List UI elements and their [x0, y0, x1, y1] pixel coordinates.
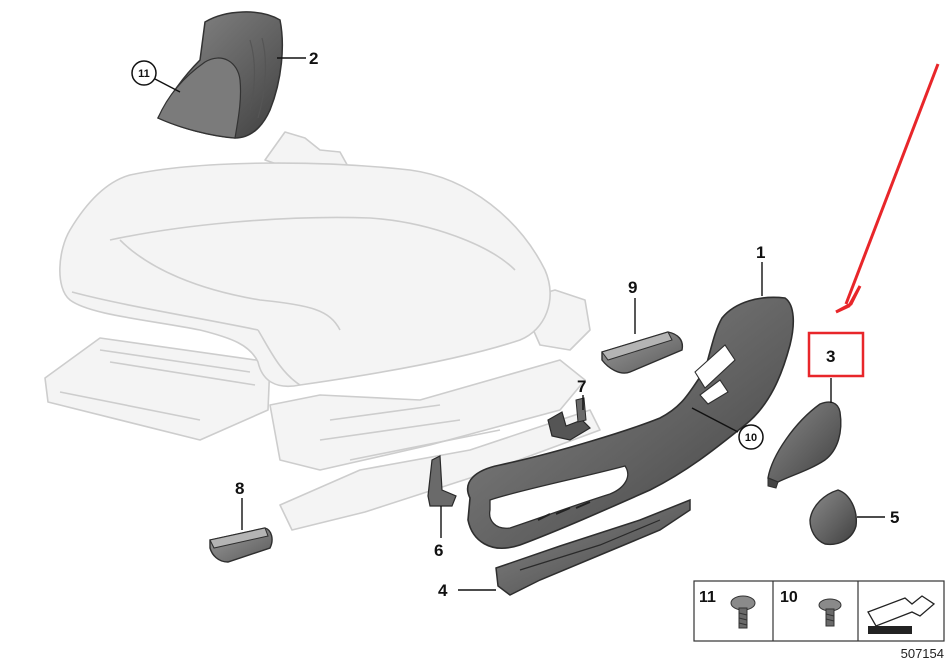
- part-3-tab: [767, 477, 779, 489]
- part-7-leg: [575, 397, 587, 423]
- callout-3: 3: [826, 347, 835, 366]
- diagram-id-number: 507154: [901, 646, 944, 661]
- callout-5: 5: [890, 508, 899, 527]
- part-8-top: [209, 527, 269, 549]
- part-6-shape: [427, 455, 457, 507]
- ghost-cushion-inner: [109, 216, 516, 331]
- leader-line-11: [154, 78, 181, 93]
- highlight-arrow-shaft: [844, 63, 940, 305]
- part-4-ridge: [519, 519, 661, 571]
- part-7-shape: [547, 411, 591, 441]
- part-2-trim-cover[interactable]: [156, 11, 284, 139]
- part-8-cover-cap[interactable]: [209, 527, 273, 563]
- screw-10-icon: [818, 598, 842, 627]
- part-3-highlight-box: [807, 331, 865, 378]
- callout-6: 6: [434, 541, 443, 560]
- ghost-frame-bar: [59, 349, 501, 461]
- part-3-shape: [767, 401, 842, 483]
- ghost-seat-frame-side: [269, 359, 586, 471]
- part-2-face: [157, 57, 242, 139]
- ghost-cushion-seam: [71, 291, 301, 386]
- callout-10-circle: [738, 424, 764, 450]
- part-5-shape: [809, 489, 857, 546]
- ghost-seat-assembly: [44, 131, 601, 531]
- callout-2: 2: [309, 49, 318, 68]
- legend-label-10: 10: [780, 589, 798, 606]
- part-4-lower-trim[interactable]: [495, 498, 691, 596]
- callout-7: 7: [577, 377, 586, 396]
- highlight-arrow: [835, 63, 940, 314]
- highlight-arrow-head: [835, 285, 862, 314]
- legend-label-11: 11: [699, 589, 716, 606]
- part-1-cutout: [489, 465, 629, 529]
- part-1-clips: [537, 501, 591, 521]
- part-6-holder[interactable]: [427, 455, 457, 507]
- part-9-top: [601, 331, 673, 361]
- part-1-side-trim[interactable]: [466, 296, 795, 549]
- screw-11-icon: [730, 595, 756, 629]
- callout-4: 4: [438, 581, 448, 600]
- orientation-arrow-icon: [867, 595, 936, 634]
- callout-8: 8: [235, 479, 244, 498]
- part-3-cover[interactable]: [767, 401, 842, 489]
- ghost-seat-rail-left: [44, 337, 271, 441]
- leader-line-10: [691, 407, 739, 433]
- ghost-seat-cushion: [59, 162, 551, 387]
- part-9-cover-cap[interactable]: [601, 331, 684, 374]
- fastener-legend: 11 10: [693, 580, 945, 642]
- part-2-rib: [249, 37, 267, 119]
- part-5-end-cap[interactable]: [809, 489, 857, 546]
- part-1-slot: [694, 344, 736, 405]
- callout-11: 11: [138, 68, 150, 80]
- callout-1: 1: [756, 243, 765, 262]
- callout-9: 9: [628, 278, 637, 297]
- callout-10: 10: [745, 432, 757, 444]
- callout-11-circle: [131, 60, 157, 86]
